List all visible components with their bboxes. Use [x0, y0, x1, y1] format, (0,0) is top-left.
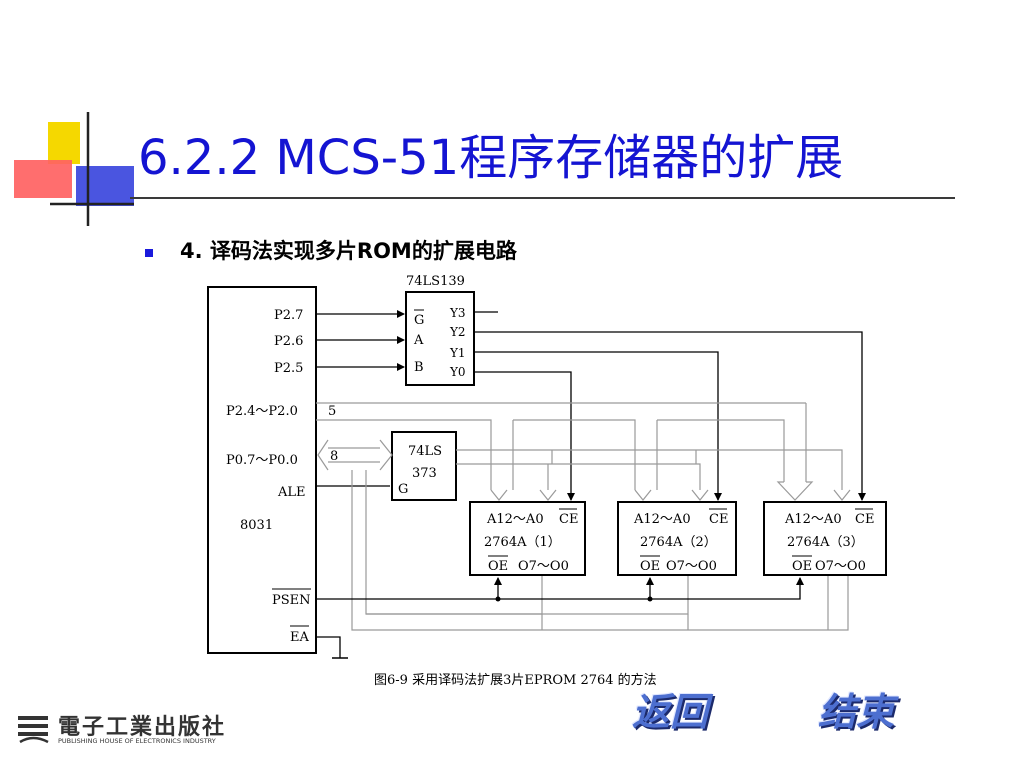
publisher-name-en: PUBLISHING HOUSE OF ELECTRONICS INDUSTRY: [58, 737, 216, 745]
red-square: [14, 160, 72, 198]
back-button[interactable]: 返回: [632, 690, 709, 734]
wire-ea-ground: [316, 636, 341, 658]
pin-p07-p00: P0.7～P0.0: [226, 453, 298, 468]
svg-text:OE: OE: [792, 559, 812, 574]
decoder-out-y1: Y1: [449, 346, 466, 360]
pin-ale: ALE: [277, 485, 306, 500]
junction-2: [647, 596, 653, 602]
decoder-name: 74LS139: [406, 274, 465, 289]
pin-psen: PSEN: [272, 593, 311, 608]
svg-text:CE: CE: [855, 512, 874, 527]
svg-text:A12～A0: A12～A0: [486, 512, 544, 527]
latch-name-1: 74LS: [408, 444, 442, 459]
publisher-name-cn: 電子工業出版社: [58, 715, 227, 740]
wire-y1-ce2: [474, 351, 722, 501]
p0-return-bus: [351, 470, 849, 631]
svg-text:O7～O0: O7～O0: [518, 559, 569, 574]
p0-data-bus: [317, 439, 851, 501]
pin-p25: P2.5: [274, 361, 303, 376]
svg-text:O7～O0: O7～O0: [815, 559, 866, 574]
svg-text:A12～A0: A12～A0: [633, 512, 691, 527]
decoder-out-y0: Y0: [449, 365, 466, 379]
decoder-74ls139-box: [405, 291, 475, 386]
svg-text:A12～A0: A12～A0: [784, 512, 842, 527]
svg-text:OE: OE: [488, 559, 508, 574]
decoder-in-a: A: [413, 333, 424, 348]
eprom-1: A12～A0 CE 2764A（1） OE O7～O0: [469, 501, 586, 576]
svg-text:O7～O0: O7～O0: [666, 559, 717, 574]
pin-p26: P2.6: [274, 334, 303, 349]
decoder-in-b: B: [414, 360, 424, 375]
blue-square: [76, 166, 134, 206]
pin-p24-p20: P2.4～P2.0: [226, 404, 298, 419]
corner-decoration: [14, 112, 134, 226]
eprom-3: A12～A0 CE 2764A（3） OE O7～O0: [763, 501, 887, 576]
eprom-2: A12～A0 CE 2764A（2） OE O7～O0: [617, 501, 737, 576]
wire-psen-oe: [316, 577, 804, 600]
svg-text:CE: CE: [709, 512, 728, 527]
yellow-square: [48, 122, 80, 164]
decoder-out-y2: Y2: [449, 325, 466, 339]
latch-74ls373-box: [391, 431, 457, 501]
decoder-out-y3: Y3: [449, 306, 466, 320]
latch-gate: G: [398, 482, 408, 497]
svg-text:2764A（3）: 2764A（3）: [787, 535, 864, 550]
p2-bus-width: 5: [328, 404, 336, 419]
bullet-text: 4. 译码法实现多片ROM的扩展电路: [180, 239, 517, 263]
pin-ea: EA: [290, 630, 309, 645]
svg-text:OE: OE: [640, 559, 660, 574]
publisher-logo-icon: [18, 716, 49, 744]
junction-1: [495, 596, 501, 602]
latch-name-2: 373: [412, 466, 437, 481]
bullet-marker: [145, 249, 153, 257]
cpu-8031-box: [207, 286, 317, 654]
figure-caption: 图6-9 采用译码法扩展3片EPROM 2764 的方法: [374, 672, 657, 688]
slide-title: 6.2.2 MCS-51程序存储器的扩展: [138, 130, 844, 186]
svg-text:2764A（1）: 2764A（1）: [484, 535, 561, 550]
cpu-name: 8031: [240, 518, 273, 533]
p2-address-bus: [316, 402, 814, 501]
wire-y0-ce1: [474, 371, 575, 501]
svg-text:CE: CE: [559, 512, 578, 527]
wire-y2-ce3: [474, 331, 866, 501]
title-rule: [130, 197, 955, 199]
decoder-in-g: G: [414, 313, 424, 328]
pin-p27: P2.7: [274, 308, 303, 323]
end-button[interactable]: 结束: [818, 690, 895, 734]
p0-bus-width: 8: [330, 449, 338, 464]
svg-text:2764A（2）: 2764A（2）: [640, 535, 717, 550]
